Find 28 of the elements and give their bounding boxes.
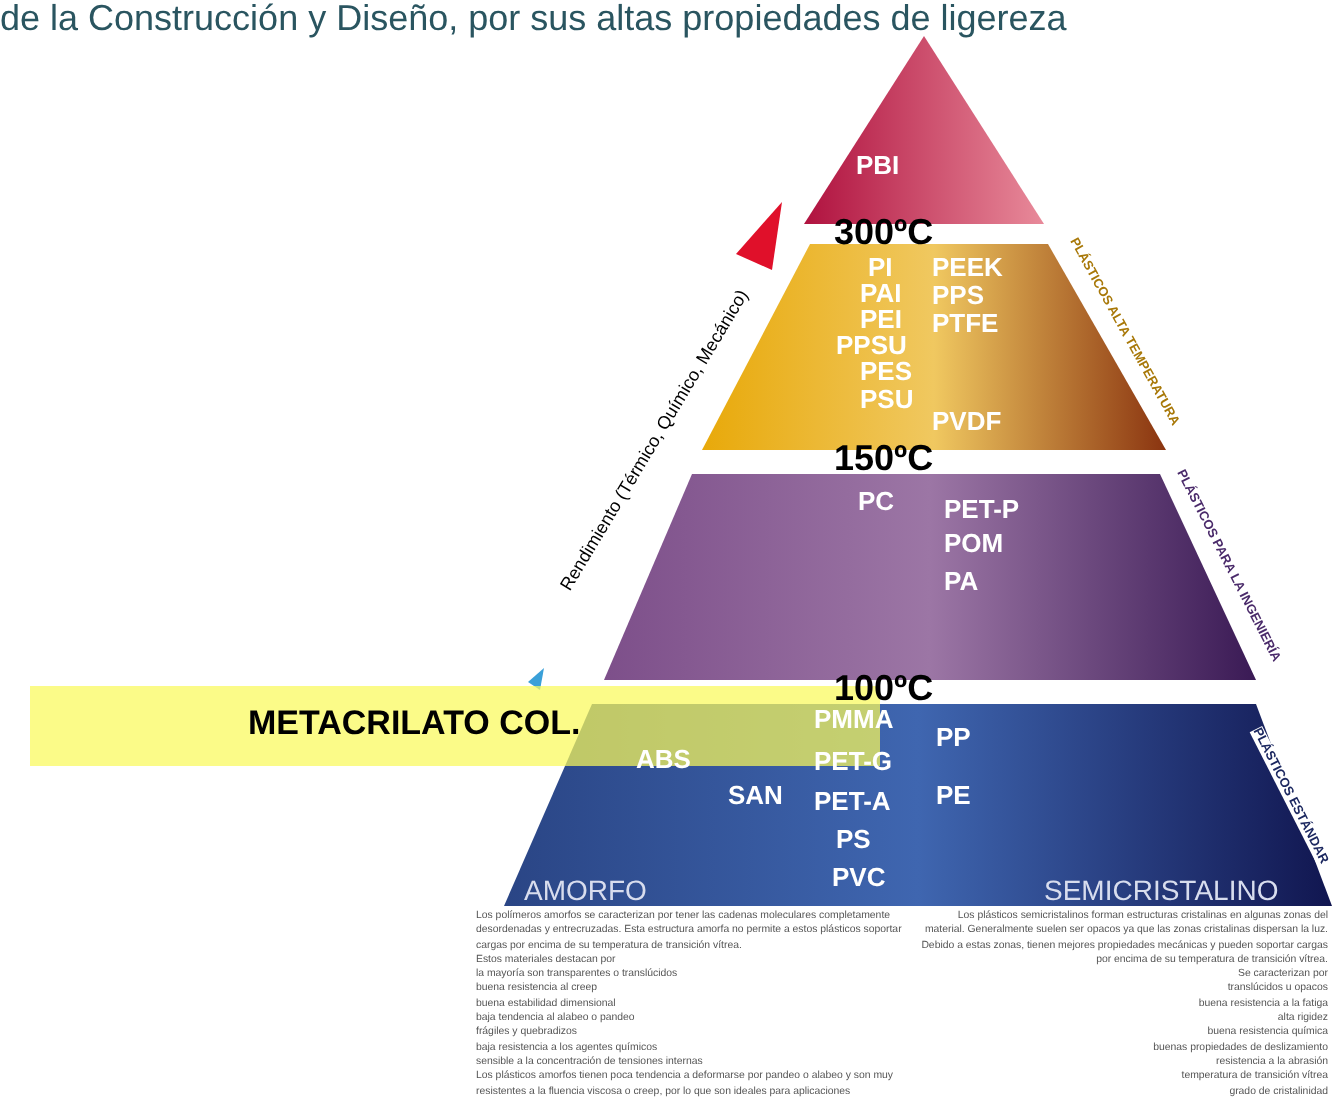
- plastic-code: PA: [944, 568, 979, 596]
- plastic-code: PPS: [932, 282, 985, 310]
- plastic-code: PET-A: [814, 788, 891, 816]
- plastic-code: PC: [858, 488, 895, 516]
- plastic-code: PVC: [832, 864, 886, 892]
- section-heading: SEMICRISTALINO: [1044, 876, 1279, 904]
- plastic-code: PP: [936, 724, 971, 752]
- body-text: de la Construcción y Diseño, por sus altas propiedades de ligereza: [0, 0, 1067, 36]
- section-heading: AMORFO: [524, 876, 647, 904]
- plastic-code: PEEK: [932, 254, 1003, 282]
- plastic-code: POM: [944, 530, 1004, 558]
- plastic-code: PES: [860, 358, 913, 386]
- plastic-code: PAI: [860, 280, 902, 308]
- temperature-label: 300ºC: [834, 214, 934, 250]
- plastic-code: PEI: [860, 306, 902, 334]
- plastic-code: PE: [936, 782, 971, 810]
- plastic-code: PVDF: [932, 408, 1002, 436]
- plastic-code: PET-P: [944, 496, 1020, 524]
- plastic-code: PI: [868, 254, 893, 282]
- temperature-label: 150ºC: [834, 440, 934, 476]
- plastic-code: SAN: [728, 782, 783, 810]
- plastic-code: PSU: [860, 386, 914, 414]
- plastic-code: PPSU: [836, 332, 907, 360]
- plastic-code: PBI: [856, 152, 900, 180]
- highlight-label: METACRILATO COL.: [248, 706, 581, 742]
- plastic-code: PTFE: [932, 310, 999, 338]
- temperature-label: 100ºC: [834, 670, 934, 706]
- plastic-code: PS: [836, 826, 871, 854]
